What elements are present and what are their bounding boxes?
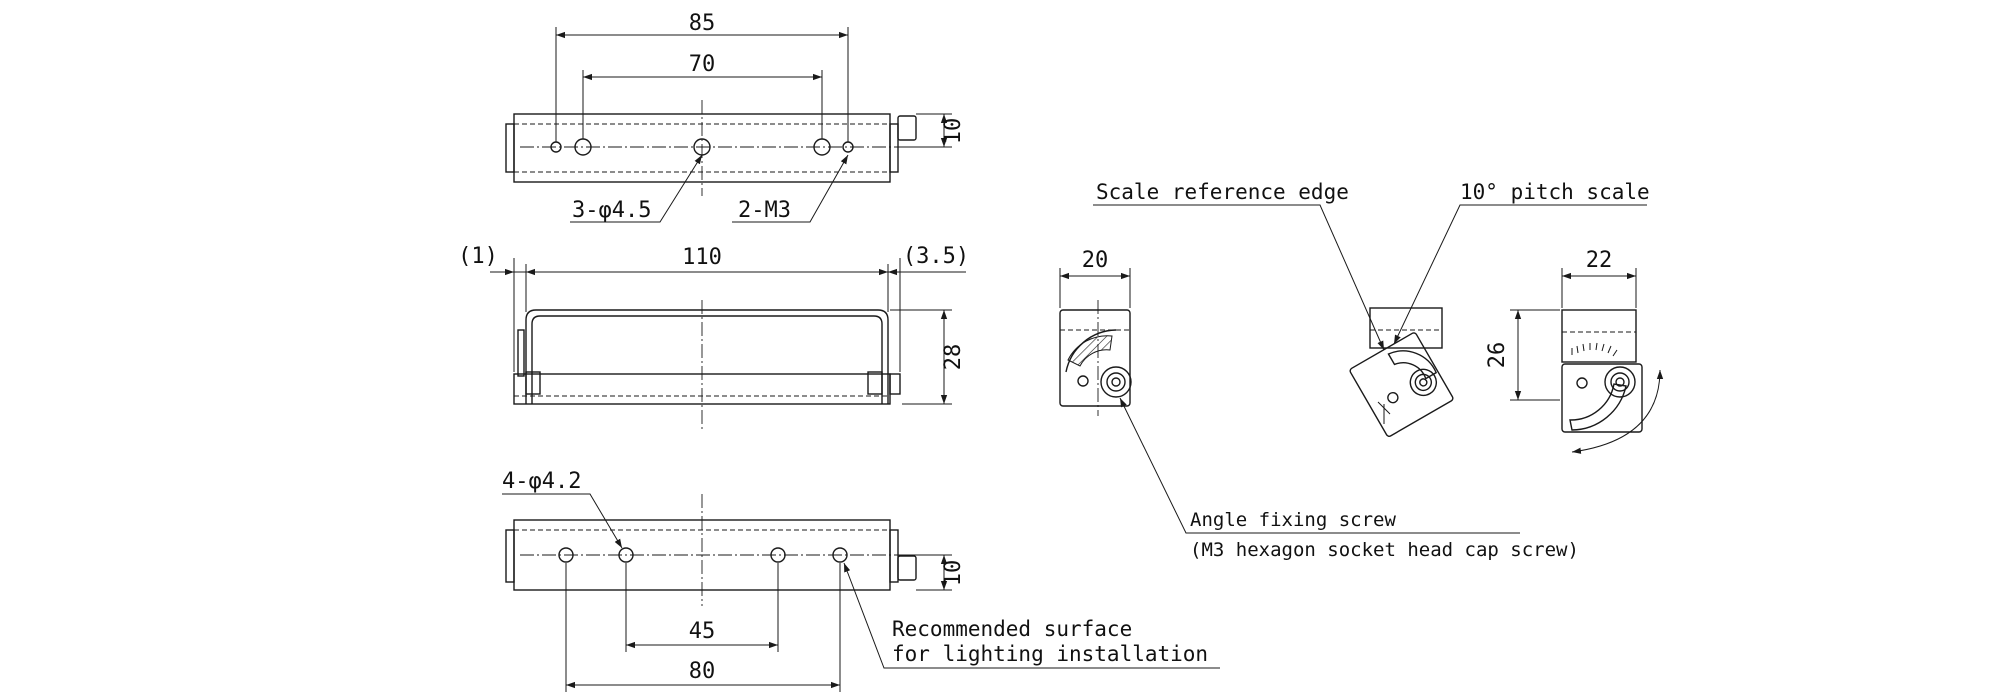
- dim-85: 85: [689, 11, 716, 36]
- bottom-connector: [897, 555, 917, 581]
- front-connector: [889, 373, 901, 395]
- side-neutral-pivot: [1077, 375, 1089, 387]
- dim-28: 28: [941, 344, 966, 371]
- dim-10-bottom: 10: [941, 560, 966, 587]
- top-left-endcap: [505, 123, 515, 173]
- top-connector: [897, 115, 917, 141]
- bottom-hole-2: [618, 547, 634, 563]
- side-neutral-screw-socket: [1111, 377, 1121, 387]
- side-tilted-plate: [1349, 332, 1454, 437]
- note-recommended-surface-2: for lighting installation: [892, 642, 1208, 666]
- callout-2-m3: 2-M3: [738, 198, 791, 223]
- side-tilted-pivot: [1387, 391, 1399, 404]
- side-view-rotated: 22 26: [1485, 248, 1664, 454]
- dim-3-5: (3.5): [903, 244, 969, 269]
- note-hex-socket-screw: (M3 hexagon socket head cap screw): [1190, 539, 1579, 561]
- side-rotated-rotation-arrow: [1571, 369, 1664, 454]
- front-left-bracket: [525, 371, 541, 395]
- front-left-plate: [517, 329, 525, 377]
- bottom-view: 4-φ4.2 45 80 10 Recommended surface for …: [502, 469, 1220, 692]
- side-rotated-screw-outer: [1604, 366, 1636, 398]
- dim-45: 45: [689, 619, 716, 644]
- side-tilted-screw-socket: [1419, 378, 1428, 387]
- label-10-pitch-scale: 10° pitch scale: [1460, 180, 1650, 204]
- side-tilted-top-block: [1369, 307, 1443, 349]
- side-rotated-pitch-ticks: [1571, 342, 1618, 357]
- dim-22: 22: [1586, 248, 1613, 273]
- side-tilted-screw-outer: [1409, 368, 1438, 397]
- dim-1: (1): [458, 244, 498, 269]
- dim-26: 26: [1485, 342, 1510, 369]
- dim-80: 80: [689, 659, 716, 684]
- side-view-neutral: 20: [1059, 248, 1520, 534]
- label-scale-reference-edge: Scale reference edge: [1096, 180, 1349, 204]
- top-right-endcap: [889, 123, 899, 173]
- bottom-hole-1: [558, 547, 574, 563]
- bottom-left-endcap: [505, 529, 515, 583]
- front-right-bracket: [867, 371, 883, 395]
- bottom-hole-3: [770, 547, 786, 563]
- side-rotated-screw-head: [1610, 372, 1630, 392]
- callout-4-phi-4-2: 4-φ4.2: [502, 469, 581, 494]
- dim-20: 20: [1082, 248, 1109, 273]
- side-neutral-screw-head: [1106, 372, 1126, 392]
- side-rotated-pivot: [1576, 377, 1588, 389]
- dim-70: 70: [689, 52, 716, 77]
- front-frame-outer: [525, 309, 889, 404]
- side-tilted-slot: [1387, 350, 1438, 380]
- side-view-tilted: Scale reference edge 10° pitch scale: [1093, 180, 1650, 437]
- note-recommended-surface-1: Recommended surface: [892, 617, 1132, 641]
- bottom-hole-4: [832, 547, 848, 563]
- callout-3-phi-4-5: 3-φ4.5: [572, 198, 651, 223]
- dim-110: 110: [682, 245, 722, 270]
- dim-10-top: 10: [941, 118, 966, 145]
- side-rotated-top-block: [1561, 309, 1637, 363]
- front-frame-inner: [531, 315, 883, 404]
- front-view: 110 (1) (3.5) 28: [458, 244, 969, 432]
- note-angle-fixing-screw: Angle fixing screw: [1190, 509, 1396, 531]
- top-view: 85 70 10 3-φ4.5 2-M3: [505, 11, 966, 223]
- side-neutral-screw-outer: [1100, 366, 1132, 398]
- side-rotated-plate: [1561, 363, 1643, 433]
- side-tilted-screw-head: [1414, 373, 1433, 392]
- bottom-right-endcap: [889, 529, 899, 583]
